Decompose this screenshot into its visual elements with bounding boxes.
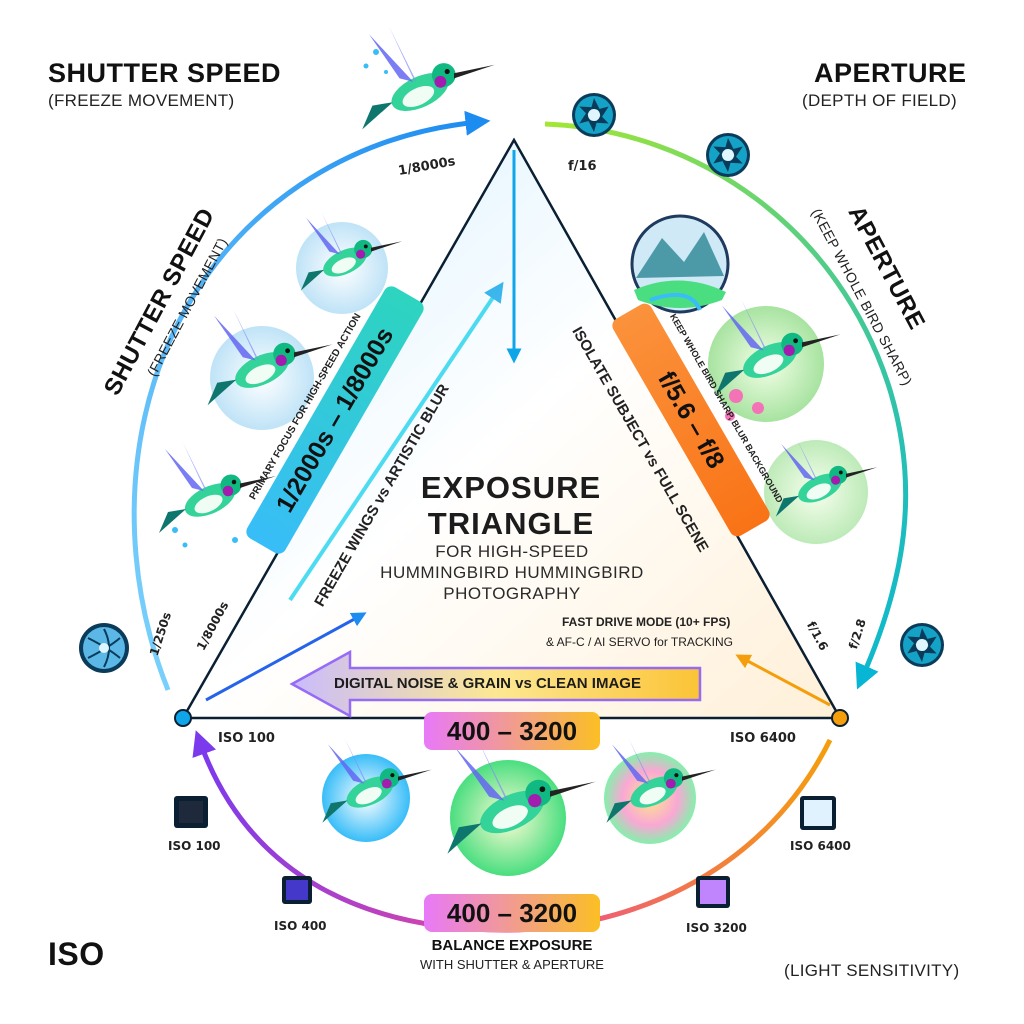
hummingbird-icon xyxy=(362,27,495,130)
aperture-tick-top: f/16 xyxy=(568,159,597,174)
iso-corner-left: ISO 100 xyxy=(218,731,275,746)
shutter-icon xyxy=(79,623,129,673)
drive-mode-line1: FAST DRIVE MODE (10+ FPS) xyxy=(562,615,731,629)
balance-title: BALANCE EXPOSURE xyxy=(431,937,593,954)
aperture-icon xyxy=(900,623,944,667)
iso-range-pill-bottom: 400 – 3200 xyxy=(424,894,600,932)
center-sub-line3: PHOTOGRAPHY xyxy=(443,584,581,603)
sensor-label: ISO 6400 xyxy=(790,839,851,853)
shutter-inner-arrow xyxy=(288,281,504,602)
center-title-line1: EXPOSURE xyxy=(420,470,602,505)
aperture-title: APERTURE xyxy=(814,58,967,88)
drive-arrow-right xyxy=(735,654,831,707)
aperture-subtitle: (DEPTH OF FIELD) xyxy=(802,91,957,110)
sensor-icon xyxy=(282,876,312,904)
center-title-line2: TRIANGLE xyxy=(427,506,595,541)
sensor-icon xyxy=(174,796,208,828)
iso-range-pill-top: 400 – 3200 xyxy=(424,712,600,750)
balance-subtitle: WITH SHUTTER & APERTURE xyxy=(420,957,604,972)
shutter-subtitle: (FREEZE MOVEMENT) xyxy=(48,91,235,110)
shutter-title: SHUTTER SPEED xyxy=(48,58,282,88)
center-sub-line1: FOR HIGH-SPEED xyxy=(435,542,589,561)
sensor-icon xyxy=(800,796,836,830)
aperture-icon xyxy=(572,93,616,137)
center-sub-line2: HUMMINGBIRD HUMMINGBIRD xyxy=(380,563,644,582)
iso-title: ISO xyxy=(48,936,105,972)
sensor-label: ISO 400 xyxy=(274,919,327,933)
vertex-iso-high xyxy=(831,709,849,727)
flower-icon xyxy=(725,389,764,421)
shutter-arc xyxy=(131,110,491,691)
landscape-icon xyxy=(630,214,730,314)
drive-arrow-left xyxy=(205,612,367,702)
sensor-label: ISO 3200 xyxy=(686,921,747,935)
water-drop-icon xyxy=(172,49,388,548)
noise-arrow xyxy=(289,649,702,719)
noise-caption: DIGITAL NOISE & GRAIN vs CLEAN IMAGE xyxy=(334,675,641,692)
iso-subtitle: (LIGHT SENSITIVITY) xyxy=(784,961,960,980)
vertex-iso-low xyxy=(174,709,192,727)
sensor-icon xyxy=(696,876,730,908)
aperture-arc xyxy=(544,121,909,690)
sensor-label: ISO 100 xyxy=(168,839,221,853)
drive-mode-line2: & AF-C / AI SERVO for TRACKING xyxy=(546,635,733,649)
aperture-icon xyxy=(706,133,750,177)
iso-corner-right: ISO 6400 xyxy=(730,731,796,746)
